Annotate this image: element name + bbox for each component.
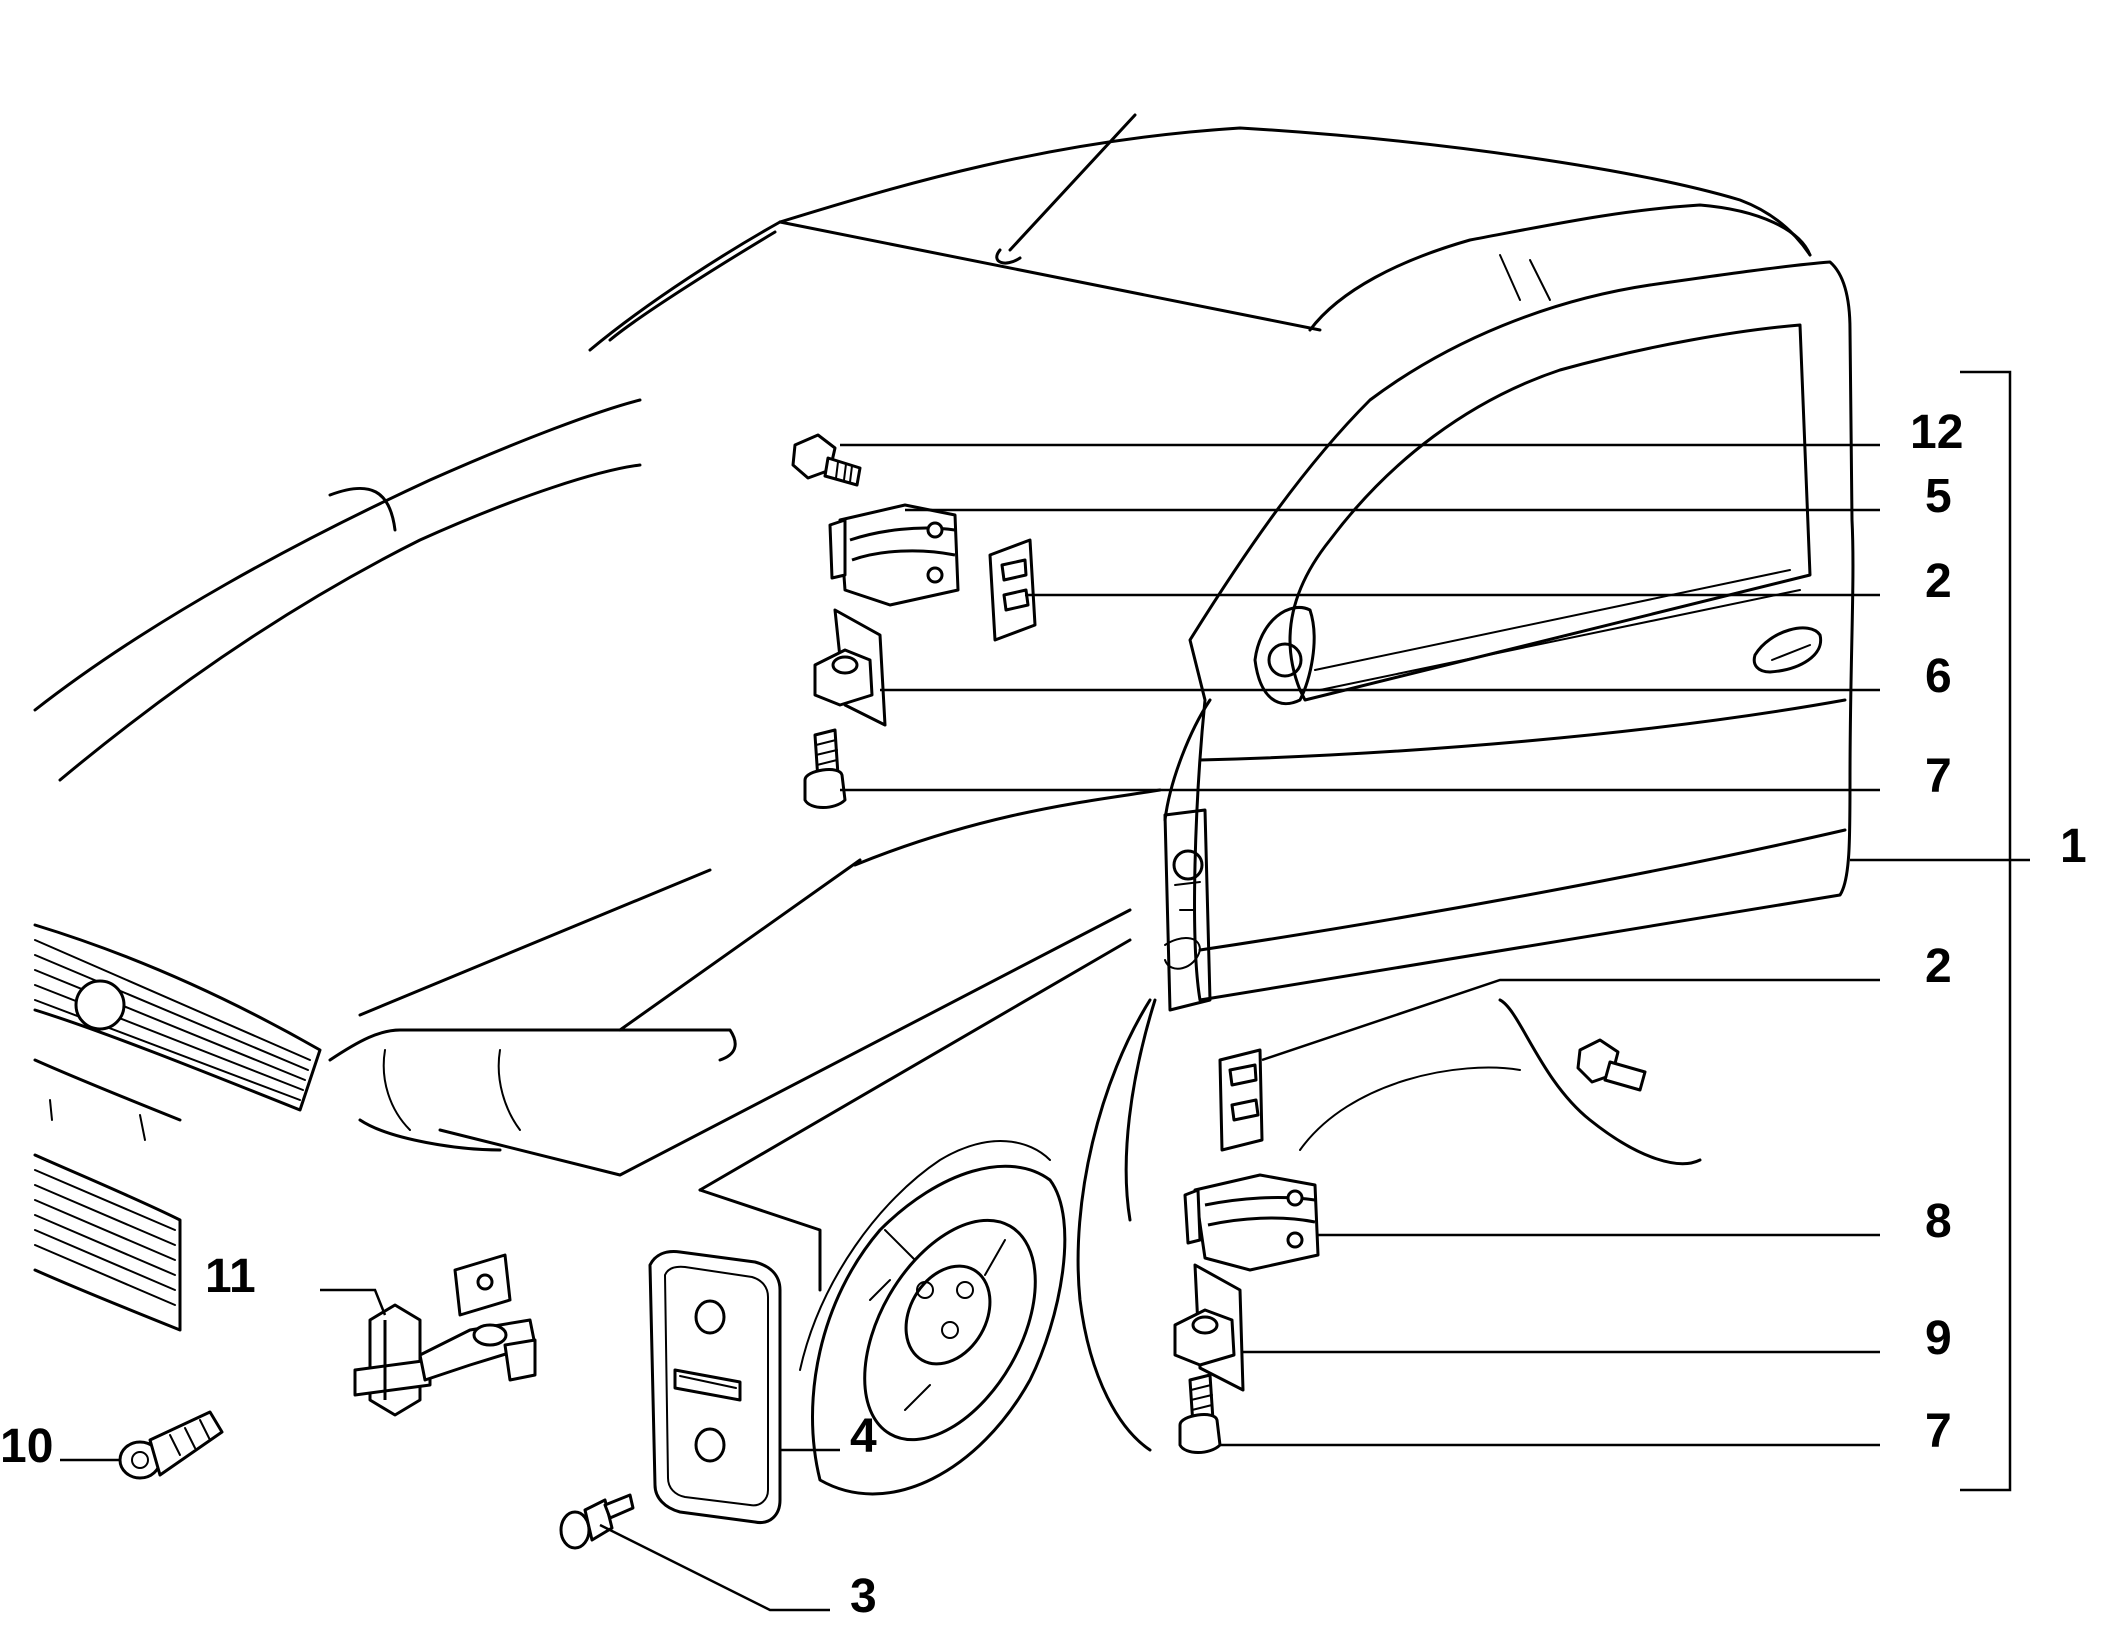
callout-6: 6 — [1925, 650, 1952, 703]
check-strap-11 — [353, 1253, 537, 1417]
screw-10 — [118, 1410, 224, 1480]
front-wheel — [799, 1140, 1067, 1496]
hinge-bracket-9 — [1173, 1263, 1245, 1392]
screw-7-lower — [1178, 1373, 1222, 1454]
callout-10: 10 — [0, 1420, 53, 1473]
hinge-bracket-6 — [813, 608, 887, 727]
callout-1: 1 — [2060, 820, 2087, 873]
bolt-12 — [791, 433, 862, 487]
striker-plate-4 — [648, 1250, 782, 1525]
bolt-3 — [559, 1493, 635, 1550]
callout-2-upper: 2 — [1925, 555, 1952, 608]
leader-lines — [60, 370, 2030, 1612]
car-body-illustration — [33, 113, 1855, 1496]
shim-plate-2-lower — [1218, 1048, 1264, 1152]
callout-7-upper: 7 — [1925, 750, 1952, 803]
lower-hinge-8 — [1183, 1173, 1320, 1272]
callout-9: 9 — [1925, 1312, 1952, 1365]
callout-7-lower: 7 — [1925, 1405, 1952, 1458]
callout-12: 12 — [1910, 406, 1963, 459]
callout-11: 11 — [205, 1250, 256, 1303]
callout-5: 5 — [1925, 470, 1952, 523]
grille — [33, 923, 322, 1332]
callout-labels: 12 5 2 6 7 1 2 8 9 7 4 3 11 10 — [0, 406, 2087, 1623]
callout-8: 8 — [1925, 1195, 1952, 1248]
callout-4: 4 — [850, 1410, 877, 1463]
upper-hinge-5 — [828, 503, 960, 607]
bolt-fender — [1576, 1038, 1647, 1092]
callout-2-lower: 2 — [1925, 940, 1952, 993]
callout-3: 3 — [850, 1570, 877, 1623]
screw-7-upper — [803, 728, 847, 809]
shim-plate-2-upper — [988, 538, 1037, 642]
